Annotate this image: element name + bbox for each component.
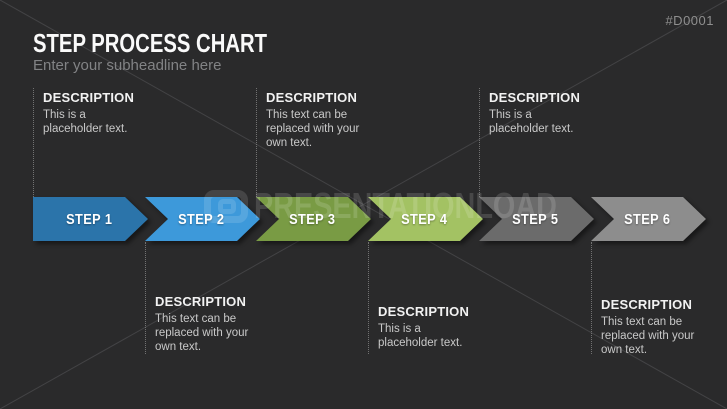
step-label: STEP 5 xyxy=(479,197,591,241)
description-heading: DESCRIPTION xyxy=(43,90,135,105)
description-body: This is a placeholder text. xyxy=(489,109,574,136)
step-arrow-1: STEP 1 xyxy=(33,197,151,241)
step-label-text: STEP 3 xyxy=(288,210,336,228)
step-label: STEP 3 xyxy=(256,197,368,241)
description-above-step-1: DESCRIPTION This is a placeholder text. xyxy=(33,88,161,197)
step-label: STEP 4 xyxy=(368,197,480,241)
step-label-text: STEP 6 xyxy=(623,210,671,228)
step-label: STEP 1 xyxy=(33,197,145,241)
description-heading: DESCRIPTION xyxy=(489,90,581,105)
step-arrow-5: STEP 5 xyxy=(479,197,597,241)
description-body: This text can be replaced with your own … xyxy=(266,109,360,150)
description-body: This text can be replaced with your own … xyxy=(155,313,249,354)
description-heading: DESCRIPTION xyxy=(378,304,470,319)
step-label-text: STEP 2 xyxy=(177,210,225,228)
description-heading: DESCRIPTION xyxy=(601,297,693,312)
description-above-step-3: DESCRIPTION This text can be replaced wit… xyxy=(256,88,384,197)
step-arrow-shape xyxy=(33,197,148,241)
dotted-connector-line xyxy=(33,88,34,197)
description-body: This is a placeholder text. xyxy=(43,109,128,136)
step-label-text: STEP 4 xyxy=(400,210,448,228)
step-label-text: STEP 1 xyxy=(65,210,113,228)
dotted-connector-line xyxy=(256,88,257,197)
description-below-step-6: DESCRIPTION This text can be replaced wit… xyxy=(591,242,719,357)
slide-subtitle: Enter your subheadline here xyxy=(33,57,222,74)
slide-title-text: STEP PROCESS CHART xyxy=(33,28,268,58)
step-arrow-4: STEP 4 xyxy=(368,197,486,241)
step-label: STEP 2 xyxy=(145,197,257,241)
step-arrow-2: STEP 2 xyxy=(145,197,263,241)
dotted-connector-line xyxy=(368,242,369,354)
description-body: This text can be replaced with your own … xyxy=(601,316,695,357)
dotted-connector-line xyxy=(145,242,146,354)
slide-title: STEP PROCESS CHART xyxy=(33,30,333,56)
dotted-connector-line xyxy=(479,88,480,197)
description-above-step-5: DESCRIPTION This is a placeholder text. xyxy=(479,88,607,197)
description-heading: DESCRIPTION xyxy=(155,294,247,309)
description-below-step-2: DESCRIPTION This text can be replaced wit… xyxy=(145,242,273,354)
step-label-text: STEP 5 xyxy=(511,210,559,228)
description-heading: DESCRIPTION xyxy=(266,90,358,105)
description-below-step-4: DESCRIPTION This is a placeholder text. xyxy=(368,242,496,354)
description-body: This is a placeholder text. xyxy=(378,323,463,350)
step-arrow-3: STEP 3 xyxy=(256,197,374,241)
dotted-connector-line xyxy=(591,242,592,354)
slide-id-tag: #D0001 xyxy=(665,13,714,28)
step-arrow-6: STEP 6 xyxy=(591,197,709,241)
step-label: STEP 6 xyxy=(591,197,703,241)
